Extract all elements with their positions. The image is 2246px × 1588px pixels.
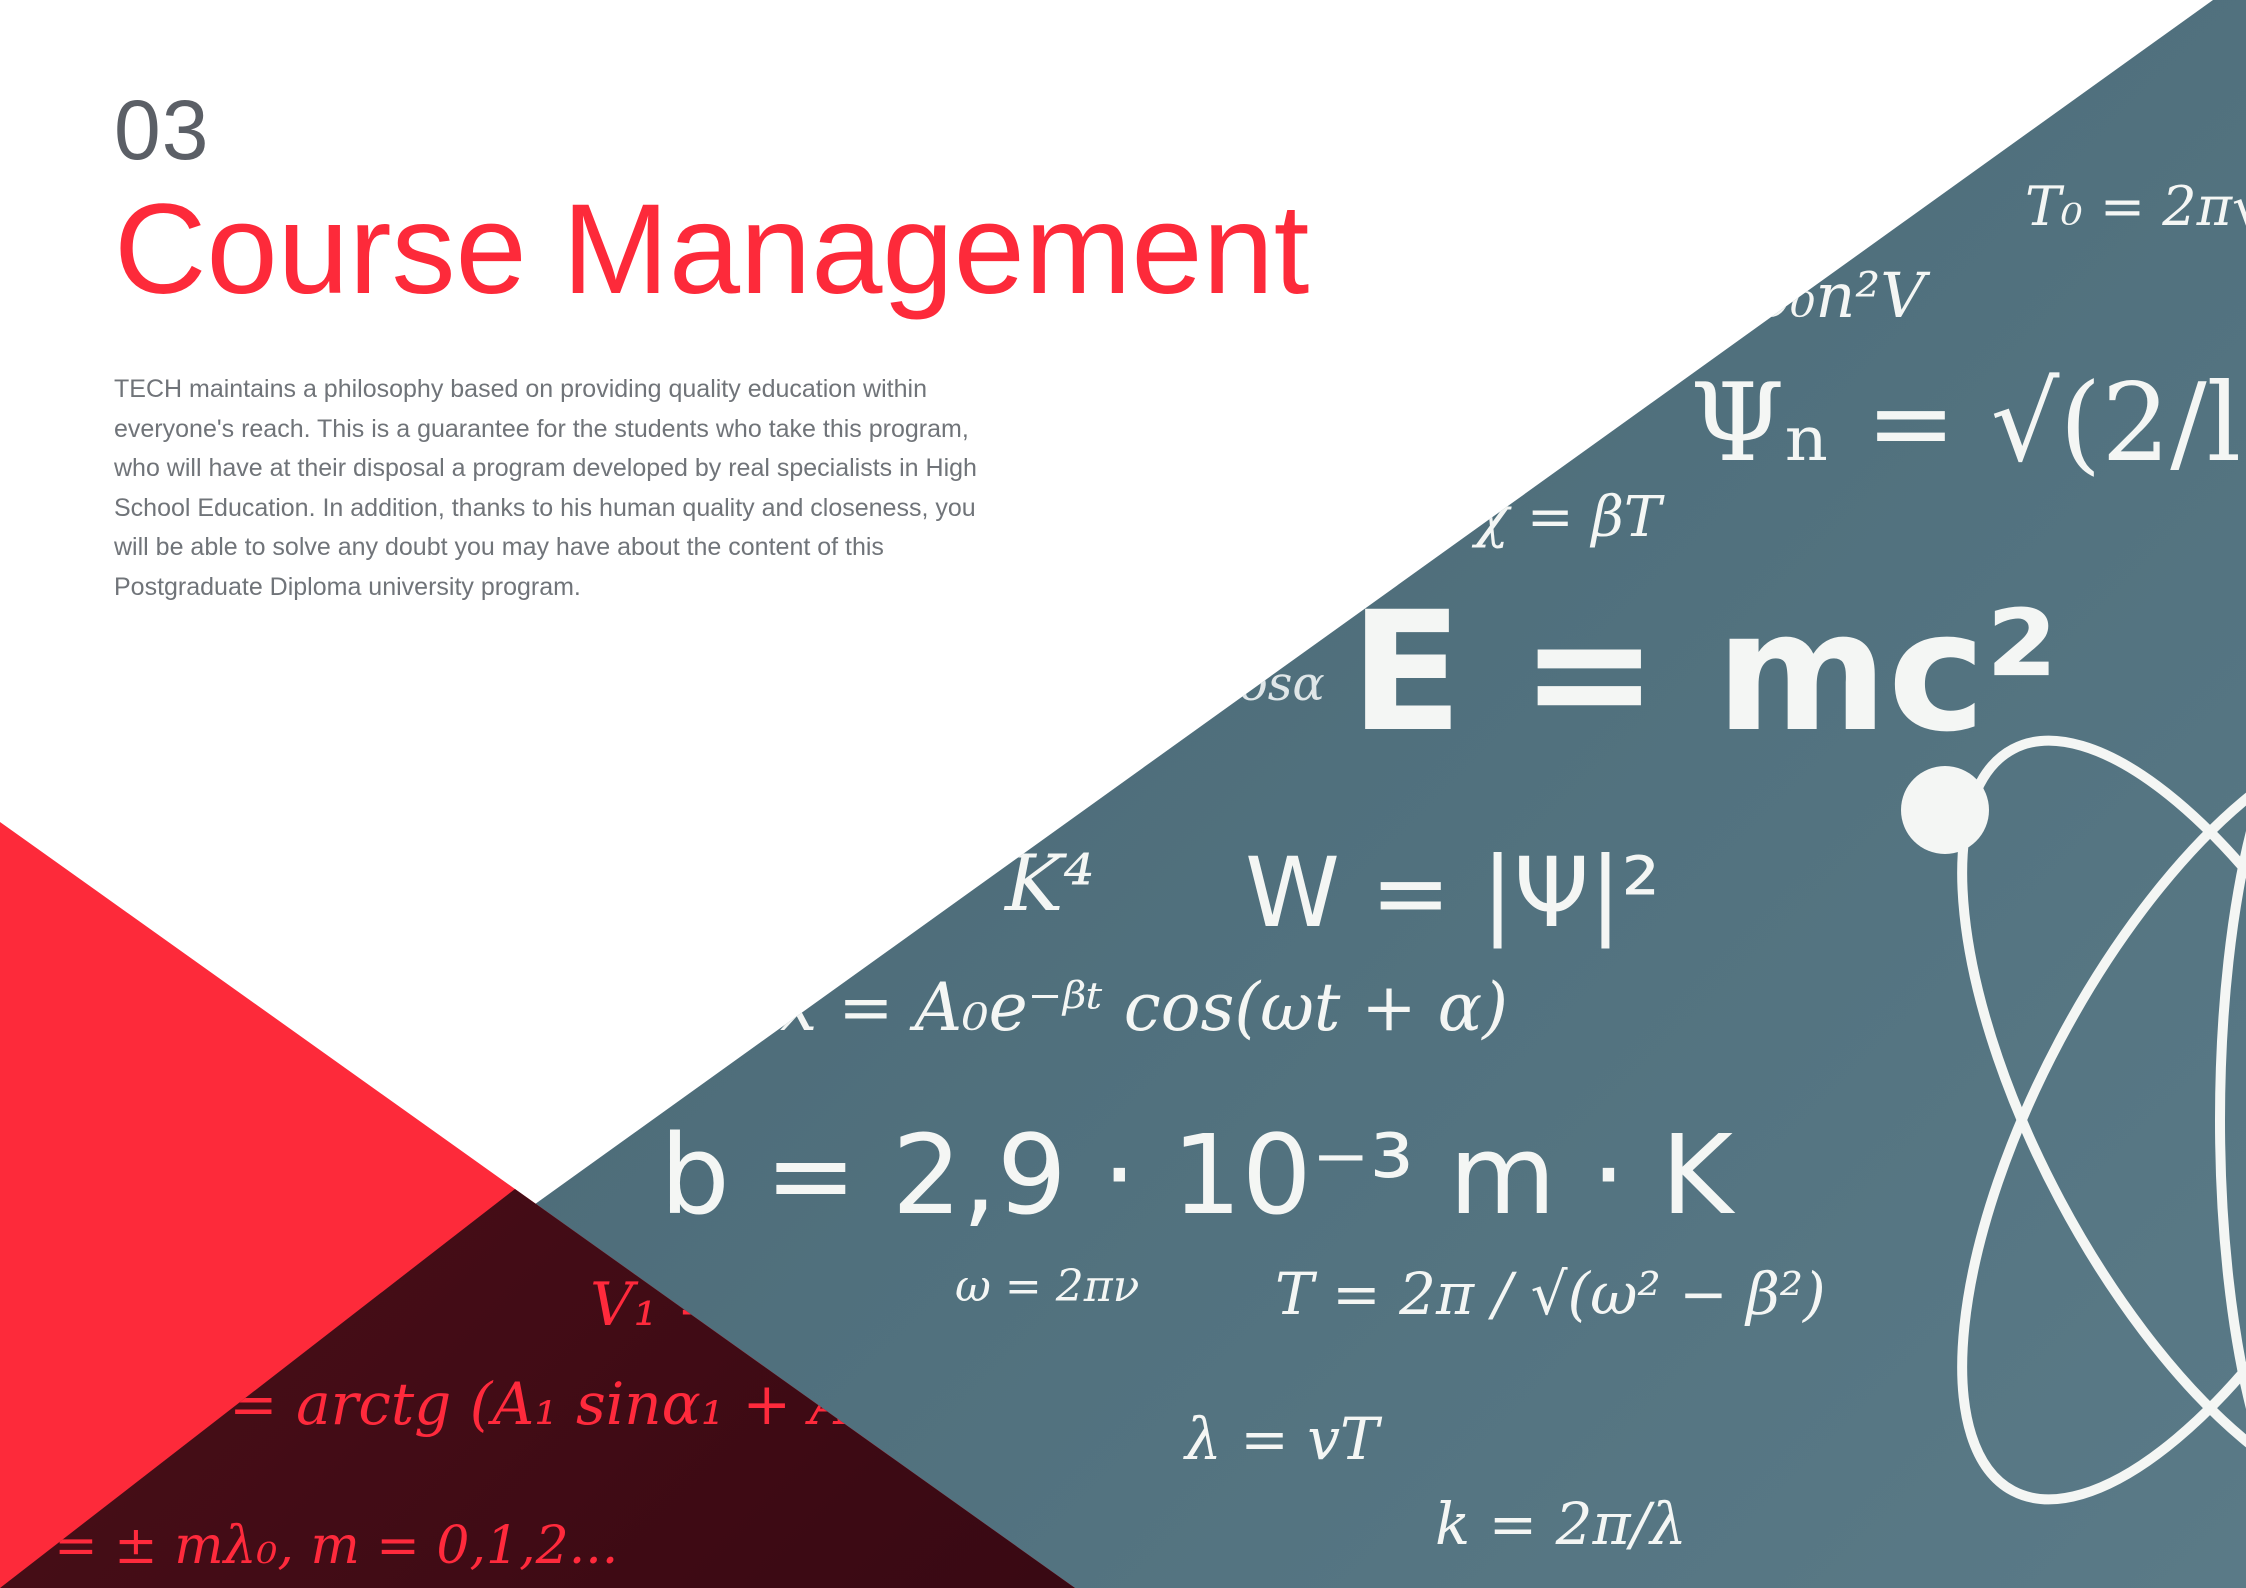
formula-omega: ω = 2πν	[955, 1261, 1140, 1312]
formula-energy: E = mc²	[1350, 576, 2058, 768]
formula-w-psi: W = |Ψ|²	[1245, 837, 1661, 949]
formula-lambda: λ = vT	[1185, 1405, 1379, 1473]
formula-k4: K⁴	[1005, 839, 1095, 929]
formula-power-v: ω₀n²V	[1740, 259, 1925, 332]
formula-period: T₀ = 2π√(m/k)	[2025, 175, 2246, 238]
formula-psi: Ψₙ = √(2/l) s	[1690, 361, 2246, 486]
formula-oscillation: x = A₀e⁻ᵝᵗ cos(ωt + α)	[780, 969, 1508, 1046]
formula-wavenumber: k = 2π/λ	[1435, 1490, 1687, 1558]
page-title: Course Management	[114, 178, 1310, 321]
formula-period-2: T = 2π / √(ω² − β²)	[1275, 1260, 1826, 1328]
section-description: TECH maintains a philosophy based on pro…	[114, 375, 977, 601]
formula-delta: Δ = ± mλ₀, m = 0,1,2...	[0, 1516, 619, 1576]
section-number: 03	[114, 83, 210, 177]
formula-wien: b = 2,9 · 10⁻³ m · K	[660, 1111, 1734, 1239]
formula-chi: χ = βT	[1475, 485, 1662, 550]
formula-cos-alpha: cosα	[1212, 656, 1325, 712]
atom-icon	[1901, 685, 2246, 1555]
